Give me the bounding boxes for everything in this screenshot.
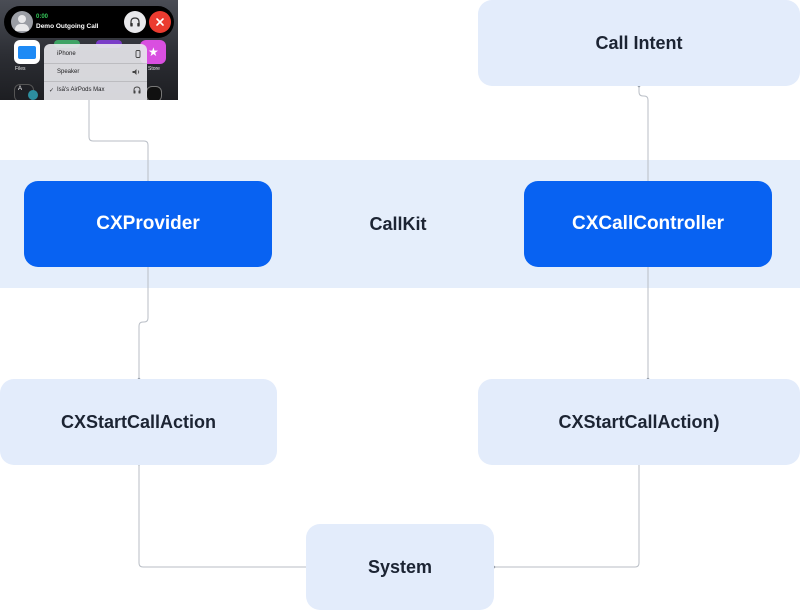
end-call-button[interactable] <box>149 11 171 33</box>
phone-screenshot: Files ★ Store A iPhone Speaker ✓ Isā's A… <box>0 0 178 100</box>
checkmark-icon: ✓ <box>49 87 55 94</box>
route-item-label: Isā's AirPods Max <box>57 87 105 93</box>
route-item-label: iPhone <box>57 51 76 57</box>
app-store-label: Store <box>148 66 160 72</box>
route-item-iphone[interactable]: iPhone <box>44 45 147 63</box>
node-cx-provider: CXProvider <box>24 181 272 267</box>
node-system-label: System <box>367 556 433 577</box>
app-icon-dark <box>146 86 162 100</box>
close-icon <box>156 18 164 26</box>
connector-system-action-left <box>137 462 306 568</box>
app-icon-teal <box>28 90 38 100</box>
audio-route-menu: iPhone Speaker ✓ Isā's AirPods Max <box>44 44 147 100</box>
headphones-icon <box>130 17 140 27</box>
node-cx-call-controller-label: CXCallController <box>571 213 725 234</box>
node-call-intent: Call Intent <box>478 0 800 86</box>
caller-avatar <box>11 11 33 33</box>
route-divider <box>44 81 147 82</box>
route-item-speaker[interactable]: Speaker <box>44 63 147 81</box>
connector-screenshot-provider <box>88 100 150 184</box>
callkit-label: CallKit <box>369 213 427 234</box>
call-timer: 0:00 <box>36 14 49 20</box>
files-app-label: Files <box>15 66 26 72</box>
phone-icon <box>135 50 141 58</box>
node-cx-call-controller: CXCallController <box>524 181 772 267</box>
node-start-call-action-right: CXStartCallAction) <box>478 379 800 465</box>
route-item-label: Speaker <box>57 69 80 75</box>
speaker-icon <box>132 69 140 75</box>
node-start-call-action-left: CXStartCallAction <box>0 379 277 465</box>
call-dynamic-island[interactable]: 0:00 Demo Outgoing Call <box>4 6 174 38</box>
route-item-airpods[interactable]: ✓ Isā's AirPods Max <box>44 81 147 99</box>
connector-action-right-system <box>492 464 640 569</box>
node-cx-provider-label: CXProvider <box>96 213 200 234</box>
call-title: Demo Outgoing Call <box>36 23 99 30</box>
headphones-icon <box>133 86 141 94</box>
node-call-intent-label: Call Intent <box>595 32 683 53</box>
connector-controller-intent <box>637 84 649 182</box>
files-app-icon <box>14 40 40 64</box>
node-start-call-action-left-label: CXStartCallAction <box>60 411 217 432</box>
node-system: System <box>306 524 494 610</box>
audio-route-button[interactable] <box>124 11 146 33</box>
connector-provider-action-left <box>137 266 149 381</box>
route-divider <box>44 63 147 64</box>
node-start-call-action-right-label: CXStartCallAction) <box>558 411 720 432</box>
